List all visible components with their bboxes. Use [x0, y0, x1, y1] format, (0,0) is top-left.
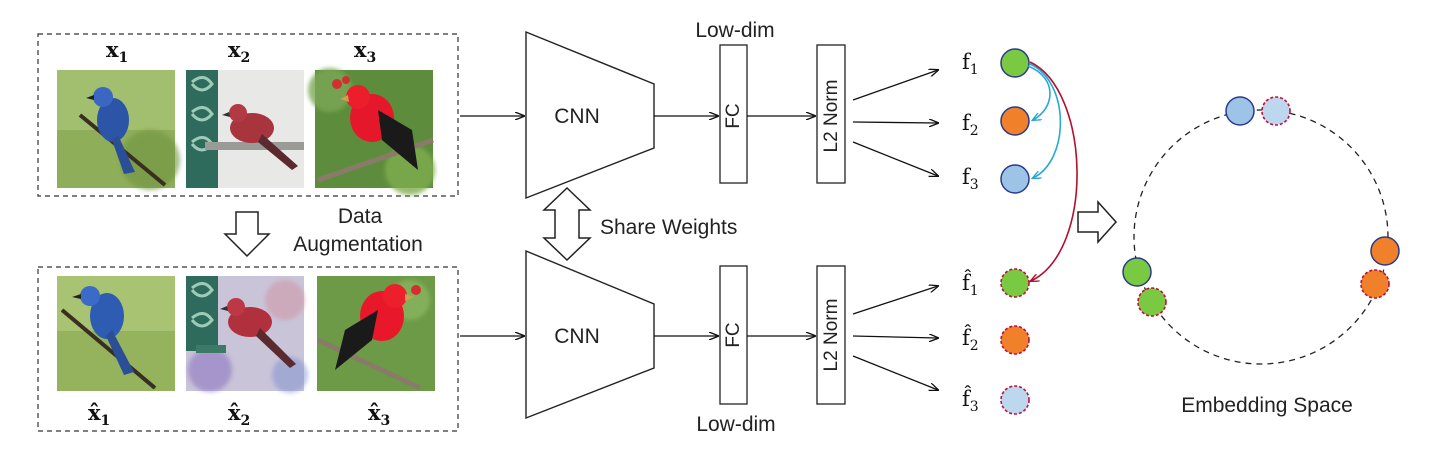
augmented-red-bird-feeder-image — [186, 276, 308, 393]
feature-label-f3: f3 — [962, 165, 979, 193]
negative-arrow-f1-f2 — [1027, 65, 1051, 120]
bottom-images-frame — [37, 266, 459, 432]
bottom-out-arrow-1 — [852, 286, 938, 315]
bottom-lowdim-label: Low-dim — [696, 413, 775, 436]
top-out-arrow-3 — [852, 141, 938, 176]
to-embedding-arrow — [1077, 200, 1118, 244]
augmented-red-bird-branch-image — [316, 276, 435, 391]
blue-bird-image — [57, 70, 180, 190]
top-norm-label: L2 Norm — [821, 80, 842, 153]
augmentation-label-line2: Augmentation — [293, 233, 423, 256]
top-fc-label: FC — [723, 103, 744, 128]
feature-label-fhat3: f̂3 — [962, 386, 979, 415]
bottom-cnn-block — [525, 249, 655, 420]
embedding-space-label: Embedding Space — [1181, 394, 1353, 417]
share-weights-label: Share Weights — [600, 216, 737, 239]
top-lowdim-label: Low-dim — [695, 19, 774, 42]
bottom-out-arrow-3 — [852, 355, 938, 390]
top-images-frame — [37, 33, 459, 197]
label-xhat1: x̂1 — [88, 400, 110, 429]
top-cnn-label: CNN — [554, 105, 600, 128]
bottom-cnn-label: CNN — [554, 325, 600, 348]
bottom-fc-block — [719, 265, 748, 405]
top-out-arrow-2 — [852, 122, 938, 123]
embedding-node-blue-aug — [1261, 96, 1291, 126]
label-xhat3: x̂3 — [368, 400, 390, 429]
embedding-node-orange — [1370, 236, 1400, 266]
embedding-hypersphere — [1133, 109, 1389, 365]
top-fc-block — [719, 44, 748, 184]
label-x3: x3 — [354, 37, 376, 66]
negative-arrow-f1-f3 — [1029, 63, 1062, 178]
feature-node-f2 — [1000, 106, 1030, 136]
feature-node-f1 — [1000, 48, 1030, 78]
label-x1: x1 — [106, 37, 128, 66]
bottom-norm-block — [816, 265, 846, 405]
feature-label-f1: f1 — [962, 50, 979, 78]
augmented-blue-bird-image — [57, 276, 175, 391]
red-bird-branch-image — [308, 68, 435, 195]
positive-arrow-f1-fhat1 — [1030, 61, 1078, 281]
top-out-arrow-1 — [852, 70, 938, 101]
feature-node-fhat1 — [1000, 268, 1030, 298]
augmentation-arrow — [223, 211, 271, 258]
feature-node-f3 — [1000, 164, 1030, 194]
label-x2: x2 — [228, 37, 250, 66]
top-norm-block — [816, 44, 846, 184]
embedding-node-green-aug — [1137, 287, 1167, 317]
share-weights-arrow — [542, 186, 592, 262]
bottom-out-arrow-2 — [852, 336, 938, 338]
top-cnn-block — [525, 30, 655, 200]
augmentation-label-line1: Data — [338, 205, 383, 228]
embedding-node-orange-aug — [1360, 269, 1390, 299]
embedding-node-green — [1122, 257, 1152, 287]
bottom-fc-label: FC — [723, 322, 744, 347]
feature-node-fhat2 — [1000, 325, 1030, 355]
label-xhat2: x̂2 — [228, 400, 250, 429]
embedding-node-blue — [1225, 96, 1255, 126]
feature-label-f2: f2 — [962, 111, 979, 139]
feature-node-fhat3 — [1000, 385, 1030, 415]
feature-label-fhat2: f̂2 — [962, 325, 979, 354]
bottom-norm-label: L2 Norm — [821, 299, 842, 372]
red-bird-feeder-image — [186, 70, 304, 188]
feature-label-fhat1: f̂1 — [962, 270, 979, 299]
